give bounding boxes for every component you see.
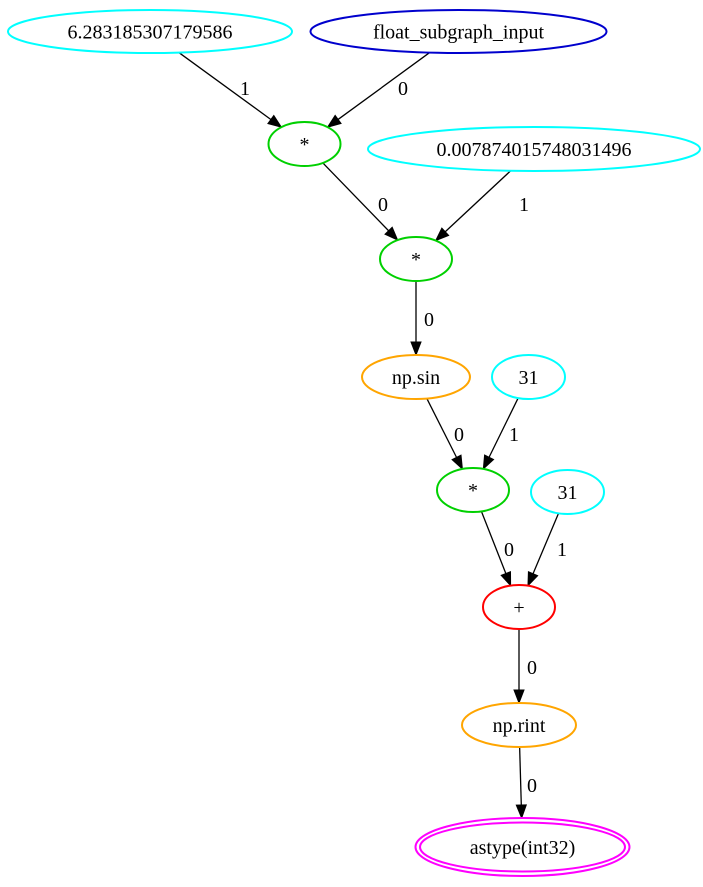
edge-np_rint-to-astype_int32: 0 [515,746,537,820]
node-mul1: * [267,121,342,167]
edge-const_31_a-to-mul3: 1 [482,397,519,471]
edge-port-label: 0 [378,194,388,216]
node-outline [491,354,566,400]
node-label: + [513,597,524,619]
node-const_31_a: 31 [491,354,566,400]
edge-line [322,162,390,232]
edge-port-label: 1 [519,194,529,216]
edge-line [178,52,272,121]
edge-port-label: 1 [557,539,567,561]
edge-line [488,397,519,458]
node-outline-inner [419,821,626,873]
edge-line [480,511,507,574]
node-outline [461,702,577,748]
edge-arrowhead-icon [410,341,422,357]
node-outline [361,354,471,400]
edge-arrowhead-icon [527,571,539,587]
edge-arrowhead-icon [482,454,495,471]
node-label: np.sin [392,367,440,389]
node-label: * [468,480,478,502]
node-astype_int32: astype(int32) [414,817,631,877]
node-label: * [300,134,310,156]
edge-port-label: 0 [527,775,537,797]
edge-arrowhead-icon [515,804,528,820]
edge-mul3-to-add: 0 [480,511,514,587]
node-label: * [411,249,421,271]
edge-arrowhead-icon [451,454,464,471]
edge-add-to-np_rint: 0 [513,629,537,705]
node-outline [436,467,510,513]
node-label: float_subgraph_input [373,22,545,44]
edge-arrowhead-icon [434,227,450,242]
edge-port-label: 0 [504,539,514,561]
edge-port-label: 0 [398,78,408,100]
edge-arrowhead-icon [384,226,399,242]
edge-mul1-to-mul2: 0 [322,162,399,242]
edge-mul2-to-np_sin: 0 [410,281,434,357]
edge-arrowhead-icon [267,114,283,128]
edge-float_subgraph_input-to-mul1: 0 [326,52,431,128]
edge-arrowhead-icon [513,689,525,705]
edge-const_tau-to-mul1: 1 [178,52,283,128]
node-label: 6.283185307179586 [68,22,233,44]
edge-port-label: 0 [454,424,464,446]
node-outline [379,236,453,282]
node-add: + [482,584,556,630]
node-label: 0.007874015748031496 [437,139,632,161]
edge-line [444,170,512,233]
node-outline [267,121,342,167]
edge-port-label: 1 [240,78,250,100]
edge-const_small-to-mul2: 1 [434,170,529,242]
node-label: np.rint [493,715,546,737]
node-mul3: * [436,467,510,513]
node-outline [309,9,608,54]
edge-port-label: 0 [424,309,434,331]
edge-line [532,513,560,574]
node-mul2: * [379,236,453,282]
node-np_rint: np.rint [461,702,577,748]
node-const_small: 0.007874015748031496 [367,126,701,172]
node-outline-outer [414,817,631,877]
edge-line [518,746,522,806]
edge-const_31_b-to-add: 1 [527,513,567,587]
node-label: 31 [558,482,578,504]
node-label: 31 [519,367,539,389]
node-outline [482,584,556,630]
edge-np_sin-to-mul3: 0 [426,398,464,471]
node-const_tau: 6.283185307179586 [7,9,293,54]
edge-arrowhead-icon [500,570,512,587]
edge-line [337,52,431,120]
edge-arrowhead-icon [326,114,342,128]
node-label: astype(int32) [470,837,576,859]
edge-line [426,398,458,458]
node-np_sin: np.sin [361,354,471,400]
edge-port-label: 1 [509,424,519,446]
edge-port-label: 0 [527,657,537,679]
node-outline [367,126,701,172]
node-outline [530,469,605,515]
node-float_subgraph_input: float_subgraph_input [309,9,608,54]
node-outline [7,9,293,54]
node-const_31_b: 31 [530,469,605,515]
